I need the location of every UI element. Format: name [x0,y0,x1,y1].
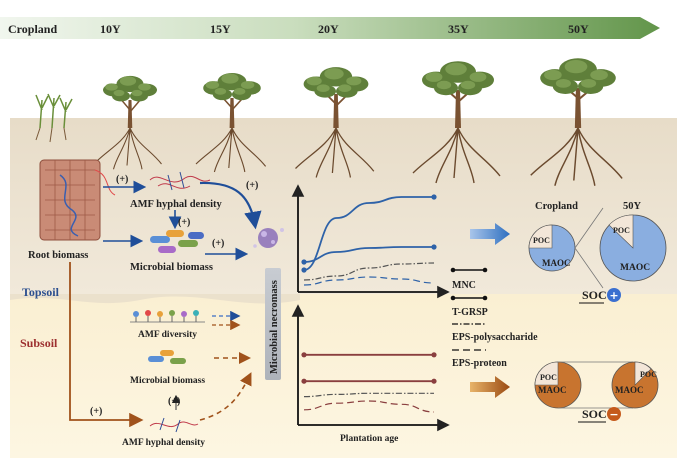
pie-subsoil-50y [611,361,659,409]
series-point-subsoil-mnc-0 [301,352,307,358]
amf-diversity-label: AMF diversity [138,330,197,340]
svg-text:T-GRSP: T-GRSP [452,307,488,318]
plus-microbial-to-necromass: (+) [212,238,224,249]
series-line-topsoil-t-grsp [303,246,434,263]
soc-topsoil-label: SOC [582,288,607,302]
stage-label-20y: 20Y [318,22,339,36]
series-point-subsoil-mnc-1 [431,352,437,358]
microbial-biomass-topsoil-icon [150,230,204,253]
plus-amf-to-microbial: (+) [178,217,190,228]
series-point-subsoil-t-grsp-0 [301,378,307,384]
tree-icon [295,67,375,178]
pie-maoc-label-sub-50y: MAOC [615,385,644,395]
pie-subsoil-cropland [534,361,582,409]
series-line-topsoil-mnc [303,196,434,271]
soc-increase-icon [607,288,621,302]
series-point-subsoil-t-grsp-1 [431,378,437,384]
plot-xlabel: Plantation age [340,434,398,444]
tree-icon [530,58,623,186]
root-biomass-label: Root biomass [28,250,88,261]
amf-diversity-icon [130,310,205,323]
subsoil-label: Subsoil [20,336,58,350]
microbial-biomass-subsoil-icon [148,350,186,364]
plus-amf-to-necromass: (+) [246,180,258,191]
legend-mnc: MNC [450,267,488,291]
pie-poc-label-sub-50y: POC [640,370,657,379]
stage-label-50y: 50Y [568,22,589,36]
pie-zoom-lines [574,207,604,289]
topsoil-label: Topsoil [22,285,60,299]
soc-subsoil-label: SOC [582,407,607,421]
microbial-necromass-icon [253,228,284,248]
pie-maoc-label-50y: MAOC [620,263,650,273]
stage-label-cropland: Cropland [8,22,57,36]
series-point-topsoil-t-grsp-1 [431,244,437,250]
microbial-necromass-label: Microbial necromass [269,280,280,374]
soil-boundary-wave [10,294,300,304]
amf-hyphal-density-label: AMF hyphal density [130,199,223,210]
series-line-topsoil-eps-polysaccharide [303,262,435,281]
series-line-subsoil-eps-polysaccharide [303,392,434,398]
series-line-topsoil-eps-proteon [303,276,435,286]
soc-decrease-sign: − [609,408,618,421]
stage-label-10y: 10Y [100,22,121,36]
microbial-necromass-bar [265,268,281,380]
plus-subsoil-hyphae: (+) [168,396,180,407]
svg-text:EPS-polysaccharide: EPS-polysaccharide [452,332,538,343]
legend-t-grsp: T-GRSP [450,295,488,318]
timeline-banner: Cropland 10Y 15Y 20Y 35Y 50Y [0,17,660,39]
series-point-topsoil-t-grsp-0 [301,259,307,265]
pie-poc-label-50y: POC [613,226,630,235]
crop-seedlings-icon [35,93,73,143]
pie-topsoil-50y [599,214,667,282]
svg-text:EPS-proteon: EPS-proteon [452,358,507,369]
topsoil-trend-arrow [470,223,510,245]
series-point-topsoil-mnc-0 [301,267,307,273]
pie-maoc-label: MAOC [542,258,571,268]
pie-header-cropland: Cropland [535,201,578,212]
legend: MNC T-GRSP EPS-polysaccharide EPS-proteo… [450,267,538,369]
pie-maoc-label-sub: MAOC [538,385,567,395]
stage-label-35y: 35Y [448,22,469,36]
subsoil-trend-arrow [470,376,510,398]
microbial-biomass-subsoil-label: Microbial biomass [130,376,205,386]
stage-label-15y: 15Y [210,22,231,36]
soc-increase-sign: + [609,289,618,302]
plot-axes [291,184,450,432]
pie-link-lines [558,361,633,409]
legend-eps-polysaccharide: EPS-polysaccharide [452,323,538,343]
svg-text:MNC: MNC [452,280,476,291]
series-point-topsoil-mnc-1 [431,194,437,200]
pie-poc-label-sub: POC [540,373,557,382]
plus-subsoil-root: (+) [90,406,102,417]
amf-hyphae-topsoil-icon [149,171,211,191]
microbial-biomass-topsoil-label: Microbial biomass [130,262,213,273]
amf-hyphae-subsoil-icon [149,417,199,433]
series-line-subsoil-eps-proteon [303,400,435,413]
pie-poc-label: POC [533,236,550,245]
tree-icon [412,61,501,184]
root-cross-section-icon [39,159,116,241]
soc-decrease-icon [607,407,621,421]
legend-eps-proteon: EPS-proteon [452,349,507,369]
tree-icon [95,75,162,170]
topsoil-arrows [103,180,262,261]
amf-hyphal-density-subsoil-label: AMF hyphal density [122,438,205,448]
subsoil-arrows [69,262,252,428]
pie-header-50y: 50Y [623,201,642,212]
plus-root-to-amf: (+) [116,174,128,185]
tree-icon [195,72,267,173]
